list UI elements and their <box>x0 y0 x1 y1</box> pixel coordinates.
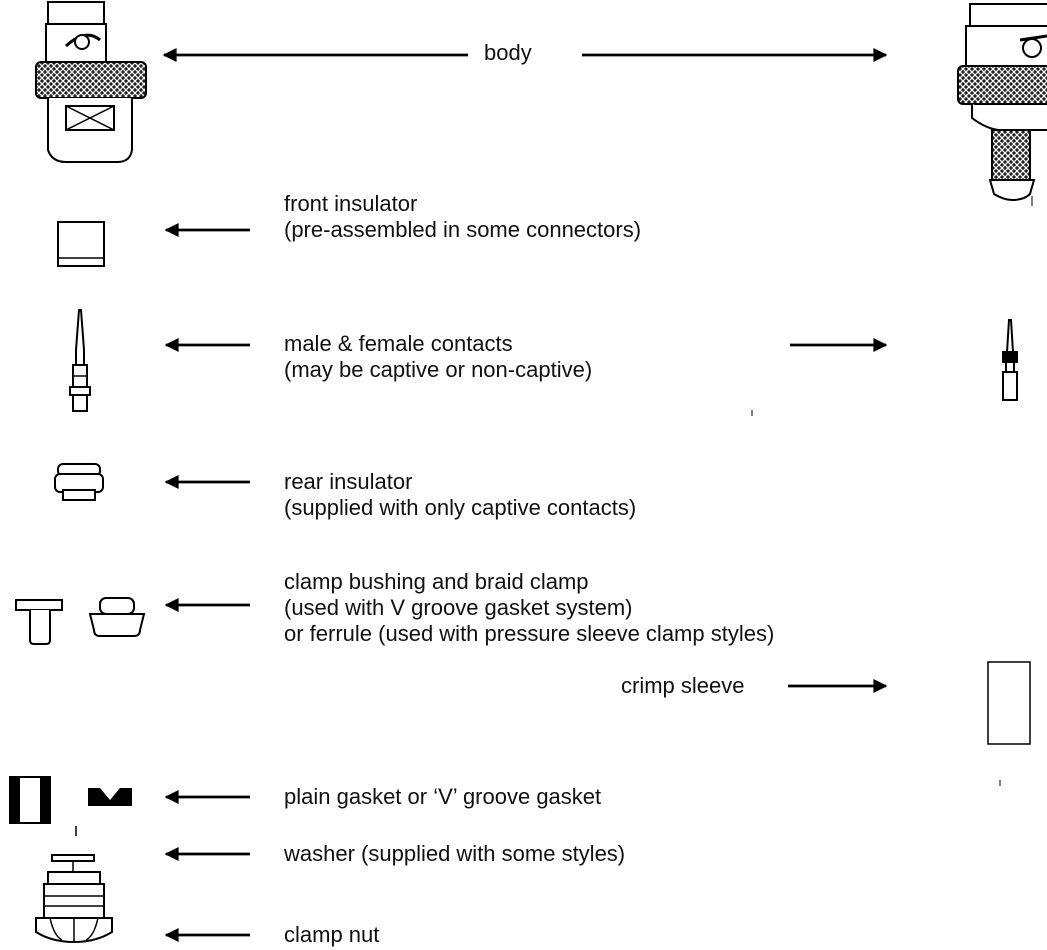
label-line: male & female contacts <box>284 331 513 356</box>
body-part-left <box>35 1 147 163</box>
label-line: clamp bushing and braid clamp <box>284 569 589 594</box>
clamp-bushing-part <box>15 599 63 645</box>
plain-gasket-part <box>9 776 77 836</box>
label-contacts: male & female contacts (may be captive o… <box>284 331 592 383</box>
male-contact-part <box>69 309 91 412</box>
label-line: front insulator <box>284 191 418 216</box>
arrows <box>162 48 888 942</box>
v-groove-gasket-part <box>88 788 132 806</box>
female-contact-part <box>1002 319 1018 401</box>
label-line: rear insulator <box>284 469 413 494</box>
body-part-right <box>957 3 1047 202</box>
label-line: (may be captive or non-captive) <box>284 357 593 382</box>
label-clamp-nut: clamp nut <box>284 922 380 947</box>
braid-clamp-part <box>88 597 146 637</box>
label-front-insulator: front insulator (pre-assembled in some c… <box>284 191 641 243</box>
washer-part <box>51 854 95 872</box>
clamp-nut-part <box>35 871 113 944</box>
label-line: or ferrule (used with pressure sleeve cl… <box>284 621 775 646</box>
rear-insulator-part <box>54 463 104 501</box>
label-line: (supplied with only captive contacts) <box>284 495 637 520</box>
label-body: body <box>484 40 532 65</box>
label-washer: washer (supplied with some styles) <box>284 841 626 866</box>
label-line: (used with V groove gasket system) <box>284 595 633 620</box>
label-crimp-sleeve: crimp sleeve <box>621 673 745 698</box>
crimp-sleeve-part <box>987 661 1031 745</box>
label-clamp-bushing: clamp bushing and braid clamp (used with… <box>284 569 774 647</box>
label-rear-insulator: rear insulator (supplied with only capti… <box>284 469 636 521</box>
label-line: (pre-assembled in some connectors) <box>284 217 642 242</box>
front-insulator-part <box>57 221 105 267</box>
label-gasket: plain gasket or ‘V’ groove gasket <box>284 784 602 809</box>
